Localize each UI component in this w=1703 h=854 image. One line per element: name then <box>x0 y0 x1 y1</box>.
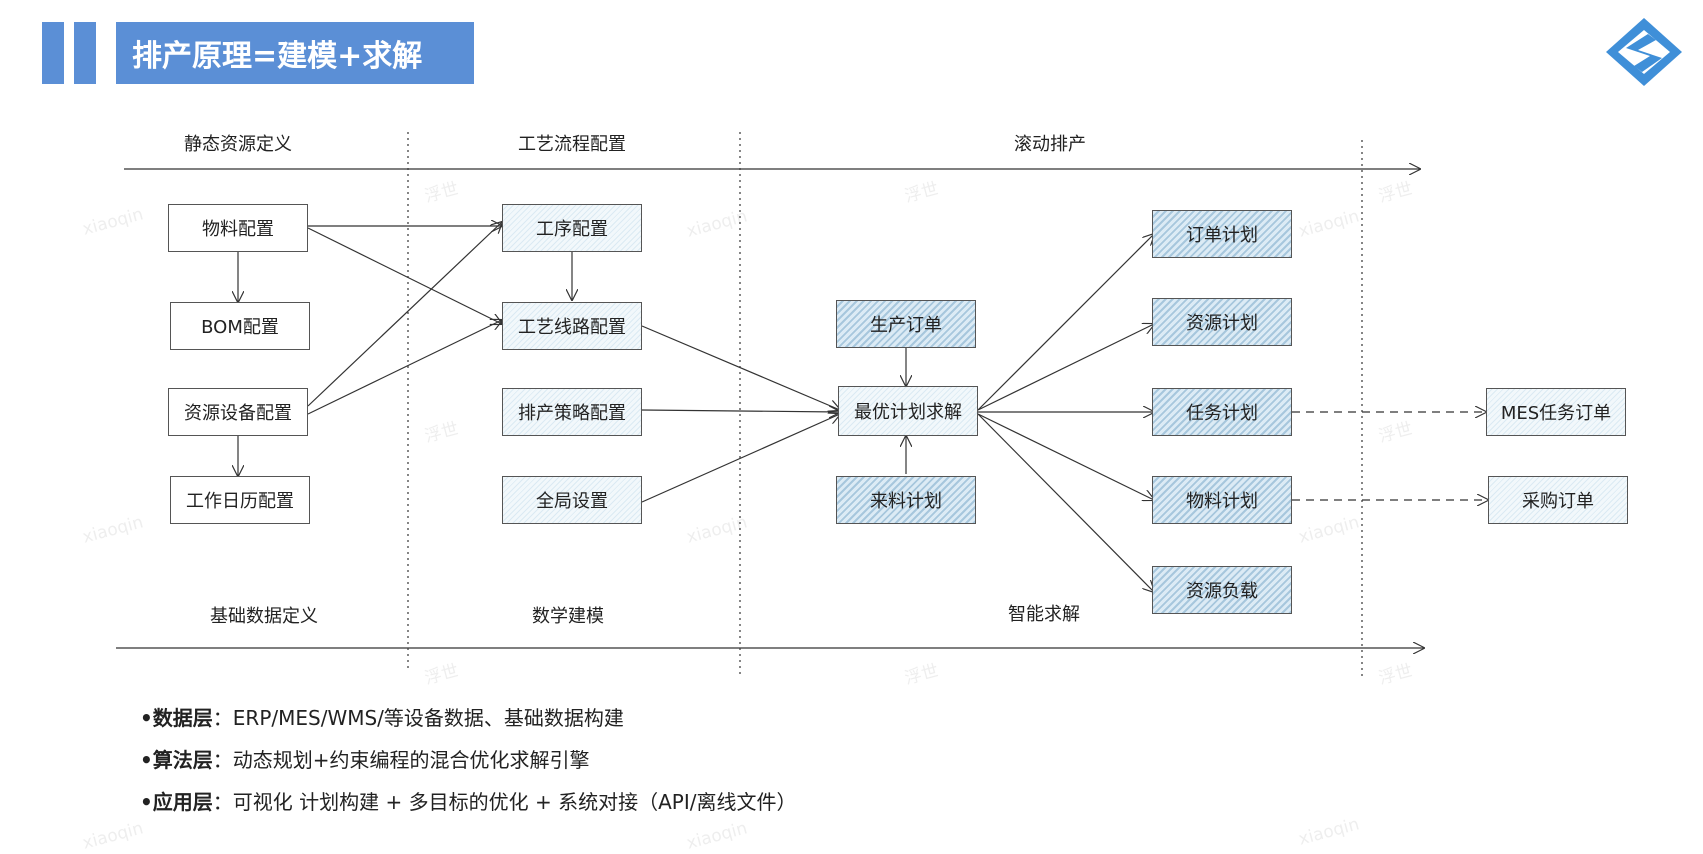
brand-logo-icon <box>1606 18 1682 86</box>
arrow-material-to-route <box>307 227 502 324</box>
arrow-resource-to-route <box>307 320 502 415</box>
bullet-term: •应用层 <box>140 790 213 814</box>
bullet-application-layer: •应用层：可视化 计划构建 + 多目标的优化 + 系统对接（API/离线文件） <box>140 786 796 815</box>
arrow-route-to-solver <box>641 325 840 410</box>
bullet-text: ：可视化 计划构建 + 多目标的优化 + 系统对接（API/离线文件） <box>212 790 797 814</box>
page-title-text: 排产原理=建模+求解 <box>132 39 423 74</box>
bullet-text: ：ERP/MES/WMS/等设备数据、基础数据构建 <box>212 706 624 730</box>
box-resource-load: 资源负载 <box>1152 566 1292 614</box>
arrow-global-to-solver <box>641 414 840 503</box>
page-title: 排产原理=建模+求解 <box>116 22 474 84</box>
box-incoming-material-plan: 来料计划 <box>836 476 976 524</box>
box-process-config: 工序配置 <box>502 204 642 252</box>
phase-label-process-config: 工艺流程配置 <box>518 134 626 155</box>
box-resource-equipment-config: 资源设备配置 <box>168 388 308 436</box>
box-order-plan: 订单计划 <box>1152 210 1292 258</box>
box-purchase-order: 采购订单 <box>1488 476 1628 524</box>
arrow-solver-to-resource-plan <box>977 324 1154 411</box>
phase-label-static-resources: 静态资源定义 <box>184 134 292 155</box>
arrow-solver-to-order-plan <box>977 234 1154 411</box>
box-material-plan: 物料计划 <box>1152 476 1292 524</box>
arrow-resource-to-process <box>307 222 502 407</box>
box-task-plan: 任务计划 <box>1152 388 1292 436</box>
bullet-term: •数据层 <box>140 706 213 730</box>
header-accent-bar-2 <box>74 22 96 84</box>
phase-label-intelligent-solving: 智能求解 <box>1008 604 1080 625</box>
box-work-calendar-config: 工作日历配置 <box>170 476 310 524</box>
arrow-solver-to-resource-load <box>977 413 1154 592</box>
arrow-strategy-to-solver <box>641 410 840 412</box>
box-resource-plan: 资源计划 <box>1152 298 1292 346</box>
box-mes-task-order: MES任务订单 <box>1486 388 1626 436</box>
box-production-order: 生产订单 <box>836 300 976 348</box>
box-strategy-config: 排产策略配置 <box>502 388 642 436</box>
header-accent-bar-1 <box>42 22 64 84</box>
phase-label-math-modeling: 数学建模 <box>532 606 604 627</box>
phase-label-rolling-scheduling: 滚动排产 <box>1014 134 1086 155</box>
box-global-settings: 全局设置 <box>502 476 642 524</box>
box-route-config: 工艺线路配置 <box>502 302 642 350</box>
bullet-algorithm-layer: •算法层：动态规划+约束编程的混合优化求解引擎 <box>140 744 590 773</box>
box-material-config: 物料配置 <box>168 204 308 252</box>
box-bom-config: BOM配置 <box>170 302 310 350</box>
phase-label-basic-data: 基础数据定义 <box>210 606 318 627</box>
bullet-text: ：动态规划+约束编程的混合优化求解引擎 <box>212 748 590 772</box>
box-optimal-plan-solver: 最优计划求解 <box>838 386 978 436</box>
bullet-term: •算法层 <box>140 748 213 772</box>
bullet-data-layer: •数据层：ERP/MES/WMS/等设备数据、基础数据构建 <box>140 702 624 731</box>
arrow-solver-to-material-plan <box>977 413 1154 500</box>
